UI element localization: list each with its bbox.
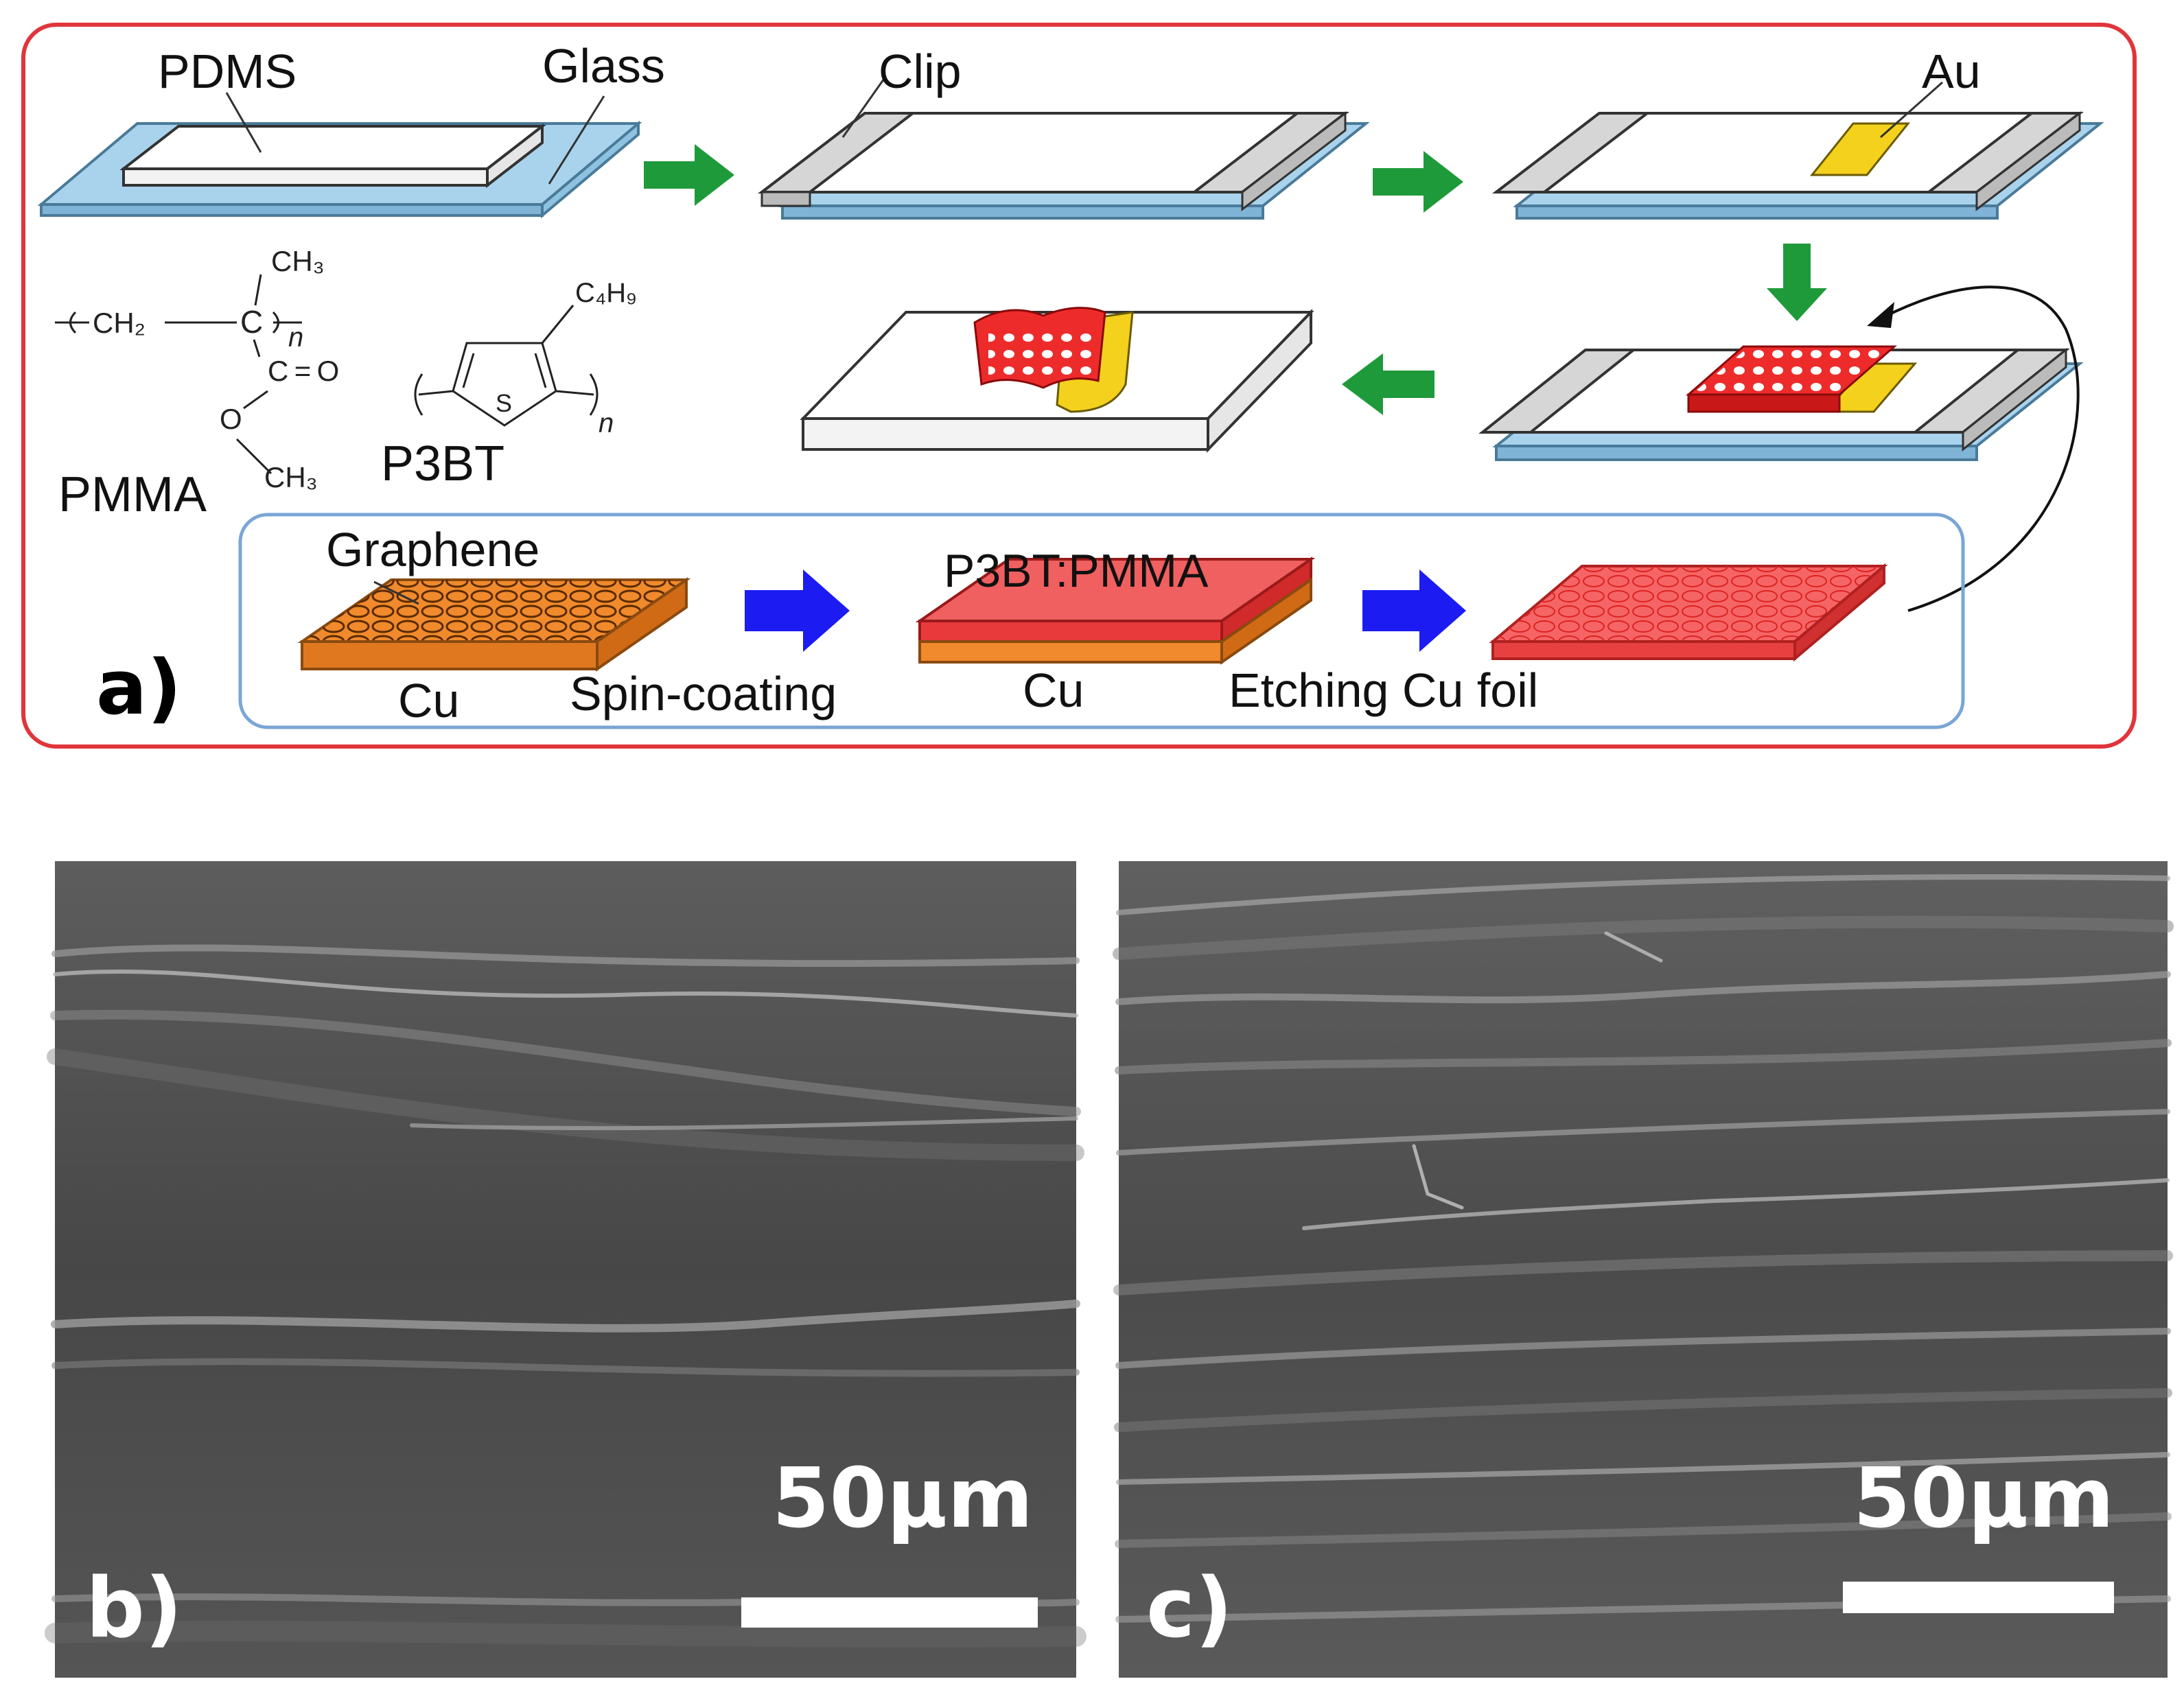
- sem-image-b: [55, 861, 1076, 1678]
- label-clip: Clip: [879, 45, 962, 98]
- graphene-process-box: Graphene Cu Spin-coating P3BT:PMMA Cu: [238, 513, 1965, 729]
- green-arrow-2: [1373, 151, 1463, 213]
- label-cu-2: Cu: [1023, 664, 1084, 717]
- green-arrow-1: [644, 144, 734, 206]
- step5-final-device: [800, 307, 1314, 453]
- svg-text:C = O: C = O: [268, 355, 339, 387]
- scale-label-b: 50μm: [772, 1451, 1033, 1547]
- panel-a-letter: a): [96, 644, 182, 731]
- blue-arrow-1: [745, 570, 850, 652]
- label-pmma-ch3: CH₃: [264, 461, 318, 493]
- scale-label-c: 50μm: [1853, 1451, 2114, 1547]
- scale-bar-b: [741, 1597, 1038, 1628]
- svg-text:CH₃: CH₃: [271, 245, 325, 277]
- panel-b: 50μm b): [45, 861, 1087, 1678]
- label-pdms: PDMS: [158, 45, 297, 98]
- label-pmma: PMMA: [58, 467, 207, 522]
- panel-a: PDMS Glass Clip: [21, 23, 2137, 749]
- label-au: Au: [1922, 45, 1981, 98]
- p3bt-structure: C₄H₉ S n P3BT: [381, 278, 637, 491]
- blue-arrow-2: [1362, 570, 1466, 652]
- panel-c-letter: c): [1146, 1561, 1233, 1656]
- panel-c: 50μm c): [1113, 861, 2174, 1678]
- step2-clipped-assembly: Clip: [758, 45, 1370, 220]
- released-film: [1489, 563, 1888, 662]
- svg-text:n: n: [288, 322, 303, 353]
- svg-text:O: O: [220, 403, 242, 435]
- label-glass: Glass: [542, 39, 665, 93]
- scale-bar-c: [1843, 1582, 2114, 1613]
- step1-pdms-on-glass: PDMS Glass: [37, 39, 665, 219]
- svg-text:n: n: [599, 408, 614, 438]
- p3bt-pmma-on-cu: P3BT:PMMA Cu: [915, 545, 1316, 717]
- label-p3bt-pmma: P3BT:PMMA: [944, 545, 1209, 597]
- label-graphene: Graphene: [326, 523, 539, 576]
- svg-text:C₄H₉: C₄H₉: [575, 278, 637, 308]
- step3-au-deposition: Au: [1492, 45, 2104, 220]
- pdms-block: [119, 125, 546, 170]
- svg-text:C: C: [240, 304, 263, 340]
- label-cu-1: Cu: [398, 674, 459, 727]
- step4-film-transferred: [1478, 285, 2084, 612]
- pmma-structure: CH₃ CH₂ C n C = O O CH₃ PMMA: [55, 245, 339, 522]
- graphene-on-cu: Graphene Cu: [297, 523, 691, 727]
- green-arrow-left: [1342, 353, 1434, 415]
- svg-text:S: S: [496, 389, 512, 417]
- au-strip: [1809, 122, 1911, 176]
- green-arrow-down: [1767, 244, 1827, 321]
- svg-text:CH₂: CH₂: [93, 307, 146, 339]
- label-p3bt: P3BT: [381, 436, 504, 491]
- label-spin-coating: Spin-coating: [570, 667, 837, 720]
- panel-b-letter: b): [86, 1561, 183, 1656]
- label-etching: Etching Cu foil: [1229, 664, 1538, 717]
- transfer-curve-arrow: [1873, 285, 2080, 612]
